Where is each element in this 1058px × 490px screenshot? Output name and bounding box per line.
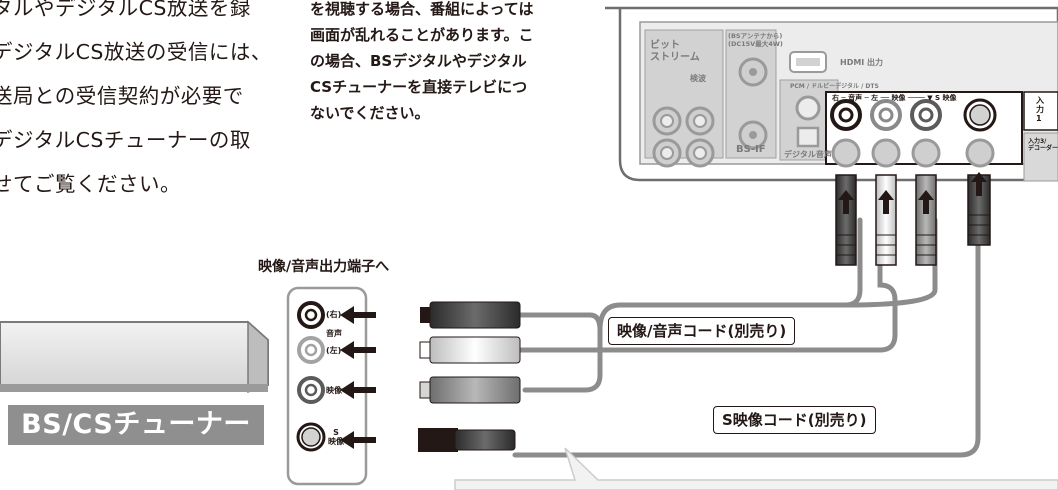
detect-label: 検波 [690,74,706,83]
bitstream-jack [652,106,715,168]
cables [512,207,981,458]
intro-line: せてご覧ください。 [0,172,181,196]
intro-line: タルやデジタルCS放送を録 [0,0,251,20]
jack-audio-label: 音声 [326,329,342,338]
bs-cs-tuner-device [0,320,269,394]
jack-s-video-label: S 映像 [328,428,344,446]
av-cord-label: 映像/音声コード(別売り) [608,317,796,345]
tv-input3-jacks [831,138,995,168]
digital-audio-label: デジタル音声 [784,150,832,159]
bottom-callout [454,447,1058,490]
intro-line: デジタルCS放送の受信には、 [0,40,272,64]
s-video-cord-label: S映像コード(別売り) [713,406,876,434]
output-terminal-caption: 映像/音声出力端子へ [258,259,390,275]
jack-left-label: (左) [326,346,342,355]
bs-if-label: BS-IF [736,144,766,155]
note-line: 画面が乱れることがあります。こ [310,26,534,44]
bitstream-label: ビット ストリーム [650,40,700,63]
note-line: の場合、BSデジタルやデジタル [310,52,527,70]
note-line: CSチューナーを直接テレビにつ [310,78,528,96]
hdmi-label: HDMI 出力 [840,58,884,67]
av-row-label: 右 ─ 音声 ─ 左 ── 映像 ──── ▼ S 映像 [832,94,957,102]
input1-label: 入 力 1 [1036,96,1044,123]
intro-line: デジタルCSチューナーの取 [0,128,251,152]
bs-if-jack [738,57,768,150]
caution-note: を視聴する場合、番組によっては 画面が乱れることがあります。こ の場合、BSデジ… [310,0,534,126]
tuner-jack-panel [286,286,368,486]
intro-text: タルやデジタルCS放送を録 デジタルCS放送の受信には、 送局との受信契約が必要… [0,0,272,206]
intro-line: 送局との受信契約が必要で [0,84,244,108]
pcm-label: PCM / ドルビーデジタル / DTS [790,83,879,90]
jack-right-label: (右) [326,310,342,319]
note-line: を視聴する場合、番組によっては [310,0,534,18]
tv-side-plugs [835,172,991,266]
tuner-name-label: BS/CSチューナー [8,405,264,445]
tuner-side-plugs [340,301,521,452]
bs-antenna-label: (BSアンテナから) (DC15V最大4W) [728,32,783,48]
tv-input1-jacks [830,98,997,132]
optical-jack [796,126,820,148]
note-line: ないでください。 [310,104,430,122]
input3-label: 入力3/ デコーダー入力 [1028,138,1058,152]
coaxial-jack [795,95,821,121]
jack-video-label: 映像 [326,386,342,395]
tv-rear-panel [605,6,1058,182]
